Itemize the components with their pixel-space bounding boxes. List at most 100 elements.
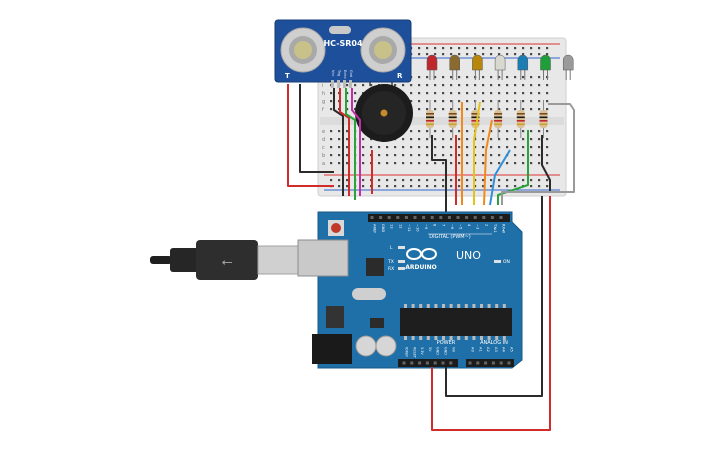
sensor-pin[interactable] bbox=[349, 80, 352, 88]
wire-sensor-pin[interactable] bbox=[339, 88, 350, 196]
resistor-body bbox=[539, 110, 548, 128]
digital-pin-label: AREF bbox=[373, 224, 377, 233]
wire-gnd-rail[interactable] bbox=[431, 135, 447, 218]
breadboard-hole bbox=[442, 146, 445, 149]
sensor-pin[interactable] bbox=[331, 80, 334, 88]
led-on-indicator bbox=[494, 260, 501, 263]
breadboard-hole bbox=[546, 138, 549, 141]
power-pin-socket[interactable] bbox=[449, 361, 453, 365]
wire-black-sensor-gnd[interactable] bbox=[299, 84, 334, 173]
wire-red-5v[interactable] bbox=[431, 196, 551, 431]
analog-pin-socket[interactable] bbox=[491, 361, 495, 365]
digital-pin-socket[interactable] bbox=[490, 216, 494, 219]
usb-cable[interactable]: ⭠ bbox=[150, 240, 303, 280]
led[interactable] bbox=[494, 54, 506, 80]
resistor[interactable] bbox=[426, 100, 434, 138]
digital-pin-socket[interactable] bbox=[456, 216, 460, 219]
breadboard-hole bbox=[418, 53, 421, 56]
breadboard-hole bbox=[498, 162, 501, 165]
digital-pin-socket[interactable] bbox=[404, 216, 408, 219]
digital-pin-socket[interactable] bbox=[430, 216, 434, 219]
digital-pin-socket[interactable] bbox=[413, 216, 417, 219]
digital-pin-socket[interactable] bbox=[473, 216, 477, 219]
wire-led-5[interactable] bbox=[489, 149, 511, 206]
breadboard-hole bbox=[458, 100, 461, 103]
sensor-pin[interactable] bbox=[337, 80, 340, 88]
power-pin-socket[interactable] bbox=[402, 361, 406, 365]
breadboard-hole bbox=[490, 179, 493, 182]
resistor[interactable] bbox=[516, 100, 525, 138]
sensor-pin[interactable] bbox=[343, 80, 346, 88]
power-pin-socket[interactable] bbox=[433, 361, 437, 365]
breadboard-hole bbox=[514, 185, 517, 188]
wire-sensor-pin[interactable] bbox=[333, 88, 344, 196]
wire-sensor-pin[interactable] bbox=[345, 88, 356, 200]
breadboard-hole bbox=[378, 162, 381, 165]
resistor[interactable] bbox=[448, 100, 457, 138]
breadboard-hole bbox=[434, 53, 437, 56]
led[interactable] bbox=[517, 54, 529, 80]
led[interactable] bbox=[540, 54, 551, 80]
resistor[interactable] bbox=[494, 100, 503, 138]
wire-led-3[interactable] bbox=[473, 101, 481, 205]
breadboard-hole bbox=[386, 146, 389, 149]
digital-pin-socket[interactable] bbox=[482, 216, 486, 219]
breadboard-hole bbox=[506, 185, 509, 188]
power-pin-socket[interactable] bbox=[425, 361, 429, 365]
power-pin-socket[interactable] bbox=[418, 361, 422, 365]
digital-pin-socket[interactable] bbox=[447, 216, 451, 219]
breadboard-hole bbox=[530, 130, 533, 133]
wire-gnd-return[interactable] bbox=[541, 135, 551, 192]
breadboard-hole bbox=[434, 84, 437, 87]
power-pin-label: RESET bbox=[412, 347, 416, 359]
digital-pin-label: ~3 bbox=[476, 224, 480, 229]
power-pin-socket[interactable] bbox=[441, 361, 445, 365]
led[interactable] bbox=[449, 54, 460, 80]
analog-pin-socket[interactable] bbox=[468, 361, 472, 365]
ultrasonic-sensor[interactable]: HC-SR04 T R Vcc Trig Echo Gnd bbox=[274, 19, 412, 88]
breadboard-hole bbox=[522, 154, 525, 157]
digital-pin-socket[interactable] bbox=[465, 216, 469, 219]
power-pin-label: IOREF bbox=[405, 347, 409, 357]
digital-pin-socket[interactable] bbox=[396, 216, 400, 219]
digital-pin-socket[interactable] bbox=[387, 216, 391, 219]
breadboard-hole bbox=[434, 108, 437, 111]
led[interactable] bbox=[472, 54, 483, 80]
power-label: POWER bbox=[437, 340, 456, 346]
wire-sensor-pin[interactable] bbox=[351, 88, 361, 196]
led[interactable] bbox=[426, 54, 438, 80]
digital-pin-socket[interactable] bbox=[379, 216, 383, 219]
led[interactable] bbox=[562, 54, 574, 80]
digital-pin-socket[interactable] bbox=[422, 216, 426, 219]
wire-gray[interactable] bbox=[501, 103, 575, 205]
analog-pin-socket[interactable] bbox=[476, 361, 480, 365]
digital-pin-socket[interactable] bbox=[370, 216, 374, 219]
wire-black-gnd[interactable] bbox=[445, 196, 543, 397]
analog-pin-socket[interactable] bbox=[507, 361, 511, 365]
wire-led-4[interactable] bbox=[483, 119, 493, 206]
breadboard-hole bbox=[418, 138, 421, 141]
resistor[interactable] bbox=[539, 100, 548, 138]
breadboard-hole bbox=[530, 146, 533, 149]
resistor-band bbox=[471, 123, 480, 126]
breadboard-hole bbox=[498, 185, 501, 188]
resistor-band bbox=[539, 113, 548, 115]
usb-b-jack bbox=[297, 239, 349, 277]
digital-pin-socket[interactable] bbox=[499, 216, 503, 219]
breadboard-hole bbox=[434, 76, 437, 79]
breadboard-hole bbox=[418, 179, 421, 182]
reset-button-cap[interactable] bbox=[331, 223, 341, 233]
breadboard-hole bbox=[530, 162, 533, 165]
digital-pin-socket[interactable] bbox=[439, 216, 443, 219]
wire-red-vcc[interactable] bbox=[287, 84, 334, 187]
wire-led-6[interactable] bbox=[497, 130, 529, 205]
analog-pin-socket[interactable] bbox=[484, 361, 488, 365]
digital-label: DIGITAL (PWM~) bbox=[429, 234, 471, 240]
analog-pin-socket[interactable] bbox=[499, 361, 503, 365]
power-pin-socket[interactable] bbox=[410, 361, 414, 365]
piezo-buzzer[interactable] bbox=[355, 80, 413, 142]
breadboard-hole bbox=[434, 100, 437, 103]
breadboard-hole bbox=[418, 92, 421, 95]
